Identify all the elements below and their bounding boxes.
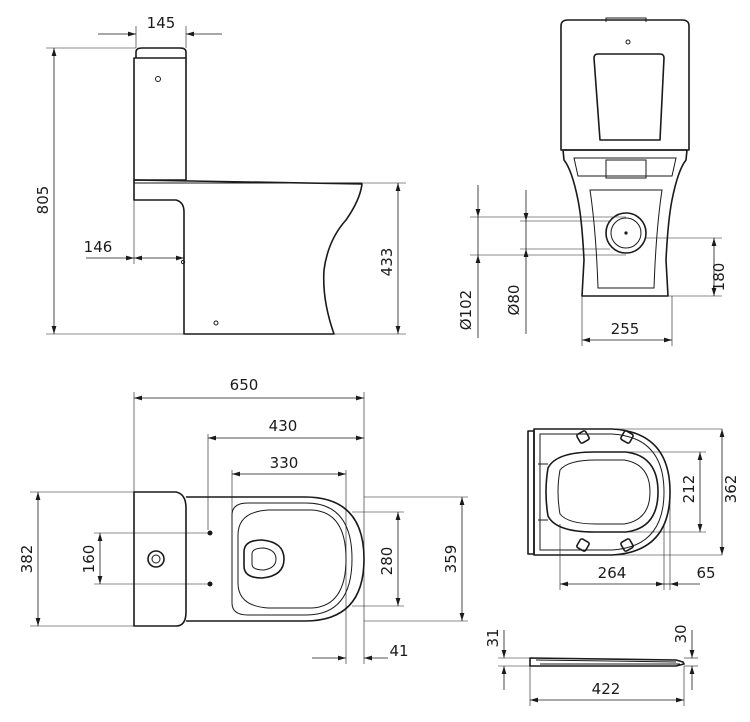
dimension-362: 362: [719, 429, 740, 555]
dimension-430: 430: [208, 417, 364, 441]
dimension-805: 805: [34, 48, 57, 334]
dimension-label-255: 255: [611, 320, 640, 338]
dimension-label-280: 280: [378, 547, 396, 576]
side-view: 145 805 146 433: [34, 14, 406, 335]
dimension-label-180: 180: [710, 263, 728, 292]
dimension-180: 180: [710, 238, 728, 296]
dimension-label-382: 382: [18, 545, 36, 574]
dimension-label-41: 41: [389, 642, 408, 660]
dimension-31: 31: [484, 628, 507, 690]
dimension-d102: Ø102: [457, 185, 481, 338]
front-view: Ø102 Ø80 180 255: [457, 17, 728, 346]
dimension-160: 160: [80, 533, 103, 584]
side-view-extension-lines: [46, 26, 406, 335]
dimension-label-160: 160: [80, 545, 98, 574]
dimension-264: 264: [560, 564, 664, 587]
dimension-382: 382: [18, 492, 41, 626]
dimension-label-30: 30: [672, 624, 690, 643]
dimension-422: 422: [530, 680, 684, 703]
seat-view: 212 362 264 65: [527, 428, 740, 590]
top-view-bowl: [186, 496, 365, 622]
dimension-359: 359: [442, 497, 465, 621]
dimension-650: 650: [134, 376, 364, 401]
side-view-tank: [133, 47, 187, 181]
top-view: 650 430 330 382 160 280 359 41: [18, 376, 468, 664]
dimension-d80: Ø80: [505, 190, 529, 334]
dimension-label-31: 31: [484, 628, 502, 647]
dimension-label-d102: Ø102: [457, 290, 475, 330]
dimension-label-362: 362: [722, 475, 740, 504]
dimension-65: 65: [664, 564, 716, 587]
top-view-extension-lines: [30, 392, 468, 664]
dimension-label-146: 146: [84, 238, 113, 256]
dimension-212: 212: [680, 452, 703, 532]
side-view-bowl: [133, 179, 363, 335]
front-view-tank: [560, 17, 690, 151]
dimension-255: 255: [582, 320, 672, 343]
dimension-145: 145: [98, 14, 222, 37]
seat-profile-outline: [529, 657, 685, 667]
dimension-label-433: 433: [378, 248, 396, 277]
dimension-label-359: 359: [442, 545, 460, 574]
dimension-433: 433: [378, 183, 401, 334]
seat-view-outline: [527, 428, 671, 556]
dimension-label-805: 805: [34, 186, 52, 215]
seat-profile-view: 31 30 422: [484, 624, 698, 706]
dimension-146: 146: [84, 238, 184, 261]
dimension-label-422: 422: [592, 680, 621, 698]
dimension-label-145: 145: [147, 14, 176, 32]
front-view-bowl: [562, 149, 688, 297]
dimension-label-212: 212: [680, 475, 698, 504]
front-view-extension-lines: [470, 216, 722, 346]
dimension-330: 330: [232, 454, 346, 477]
dimension-label-330: 330: [270, 454, 299, 472]
dimension-280: 280: [378, 512, 401, 606]
dimension-label-430: 430: [269, 417, 298, 435]
dimension-41: 41: [312, 642, 409, 661]
dimension-label-d80: Ø80: [505, 285, 523, 316]
seat-view-extension-lines: [559, 428, 722, 590]
dimension-label-65: 65: [696, 564, 715, 582]
dimension-label-650: 650: [230, 376, 259, 394]
top-view-tank: [133, 491, 187, 627]
dimension-30: 30: [672, 624, 695, 690]
dimension-label-264: 264: [598, 564, 627, 582]
